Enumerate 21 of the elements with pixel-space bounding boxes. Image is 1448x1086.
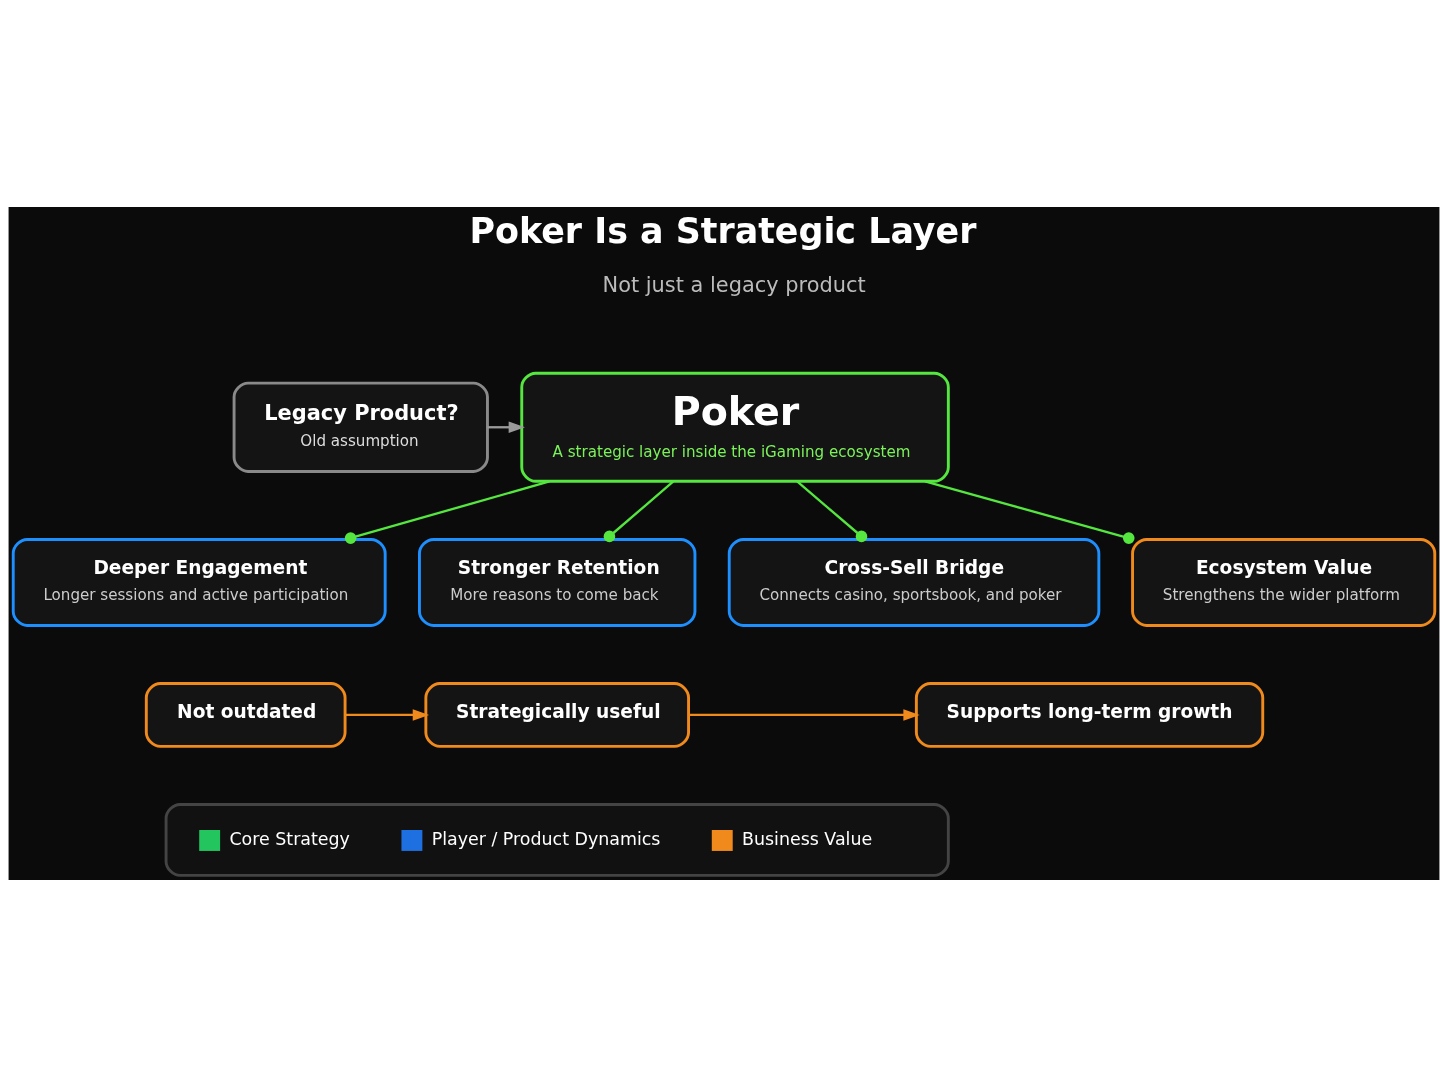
arrow [345,708,430,721]
connector [603,480,675,542]
node-box: Ecosystem Value Strengthens the wider platform [1131,537,1437,627]
connector [796,480,868,542]
connector [344,479,550,544]
label: Not just a legacy product [602,272,866,297]
diagram-title: Poker Is a Strategic Layer [469,210,977,251]
node-box: Cross-Sell Bridge Connects casino, sportsbook, and poker [727,537,1101,627]
node-box: Deeper Engagement Longer sessions and active participation [11,537,387,627]
node-box: Poker A strategic layer inside the iGaming ecosystem [520,371,950,483]
node-box: Strategically useful [424,681,690,748]
node-box: Legacy Product? Old assumption [232,381,489,473]
node-box: Stronger Retention More reasons to come back [418,537,697,627]
node-box: Supports long-term growth [914,681,1265,748]
arrow [487,421,525,433]
node-box: Not outdated [144,681,347,748]
arrow [688,708,920,721]
connector [924,479,1135,544]
legend-label: Business Value [742,828,873,849]
legend-label: Player / Product Dynamics [431,828,661,849]
legend-label: Core Strategy [229,828,350,849]
